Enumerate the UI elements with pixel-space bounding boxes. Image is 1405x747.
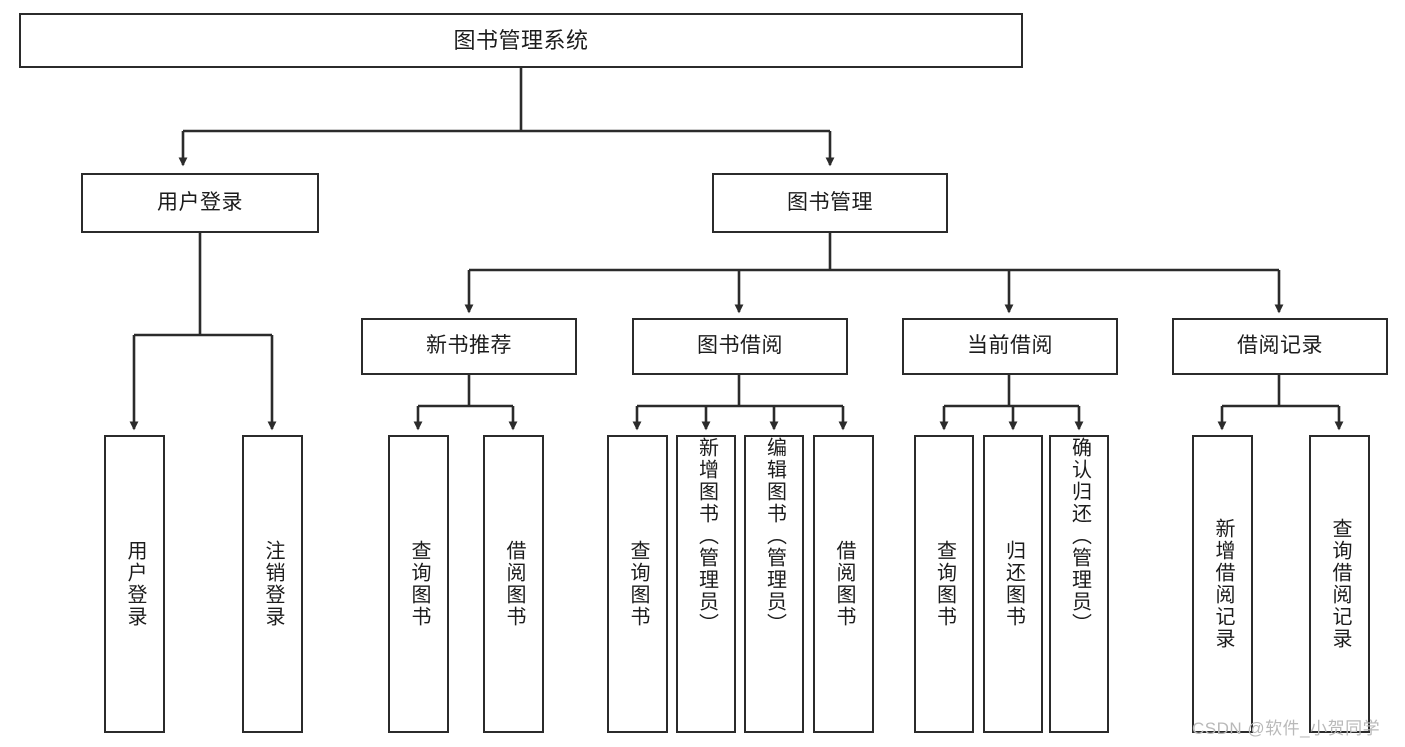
node-book-management[interactable]: 图书管理 <box>712 173 948 233</box>
node-root-book-management-system[interactable]: 图书管理系统 <box>19 13 1023 68</box>
node-label: 查询图书 <box>408 540 430 628</box>
node-leaf-logout[interactable]: 注销登录 <box>242 435 303 733</box>
node-label: 编辑图书（管理员） <box>763 437 786 635</box>
node-label: 新书推荐 <box>426 334 512 358</box>
node-label: 查询图书 <box>627 540 649 628</box>
node-leaf-borrow-books-newbook[interactable]: 借阅图书 <box>483 435 544 733</box>
node-leaf-confirm-return-admin[interactable]: 确认归还（管理员） <box>1049 435 1109 733</box>
node-leaf-add-borrow-record[interactable]: 新增借阅记录 <box>1192 435 1253 733</box>
node-leaf-add-book-admin[interactable]: 新增图书（管理员） <box>676 435 736 733</box>
node-label: 借阅图书 <box>503 540 525 628</box>
node-label: 注销登录 <box>262 540 284 628</box>
node-label: 查询借阅记录 <box>1329 518 1351 650</box>
node-label: 归还图书 <box>1002 540 1025 628</box>
node-leaf-query-borrow-record[interactable]: 查询借阅记录 <box>1309 435 1370 733</box>
node-leaf-return-books[interactable]: 归还图书 <box>983 435 1043 733</box>
node-new-book-recommendation[interactable]: 新书推荐 <box>361 318 577 375</box>
node-label: 用户登录 <box>157 190 243 214</box>
node-label: 查询图书 <box>933 540 956 628</box>
node-label: 图书管理系统 <box>453 27 589 53</box>
watermark-text: CSDN @软件_小贺同学 <box>1192 719 1381 738</box>
node-leaf-query-books-current[interactable]: 查询图书 <box>914 435 974 733</box>
node-label: 当前借阅 <box>967 334 1053 358</box>
node-user-login[interactable]: 用户登录 <box>81 173 319 233</box>
node-borrowing-records[interactable]: 借阅记录 <box>1172 318 1388 375</box>
node-leaf-query-books-borrow[interactable]: 查询图书 <box>607 435 668 733</box>
node-leaf-query-books-newbook[interactable]: 查询图书 <box>388 435 449 733</box>
node-label: 用户登录 <box>124 540 146 628</box>
node-label: 新增借阅记录 <box>1212 518 1234 650</box>
node-label: 图书借阅 <box>697 334 783 358</box>
node-leaf-user-login[interactable]: 用户登录 <box>104 435 165 733</box>
node-leaf-edit-book-admin[interactable]: 编辑图书（管理员） <box>744 435 804 733</box>
node-label: 图书管理 <box>787 190 873 214</box>
node-leaf-borrow-books-borrow[interactable]: 借阅图书 <box>813 435 874 733</box>
node-label: 借阅记录 <box>1237 334 1323 358</box>
node-label: 新增图书（管理员） <box>695 437 718 635</box>
node-label: 借阅图书 <box>833 540 855 628</box>
node-book-borrowing[interactable]: 图书借阅 <box>632 318 848 375</box>
node-current-borrowing[interactable]: 当前借阅 <box>902 318 1118 375</box>
node-label: 确认归还（管理员） <box>1068 437 1091 635</box>
